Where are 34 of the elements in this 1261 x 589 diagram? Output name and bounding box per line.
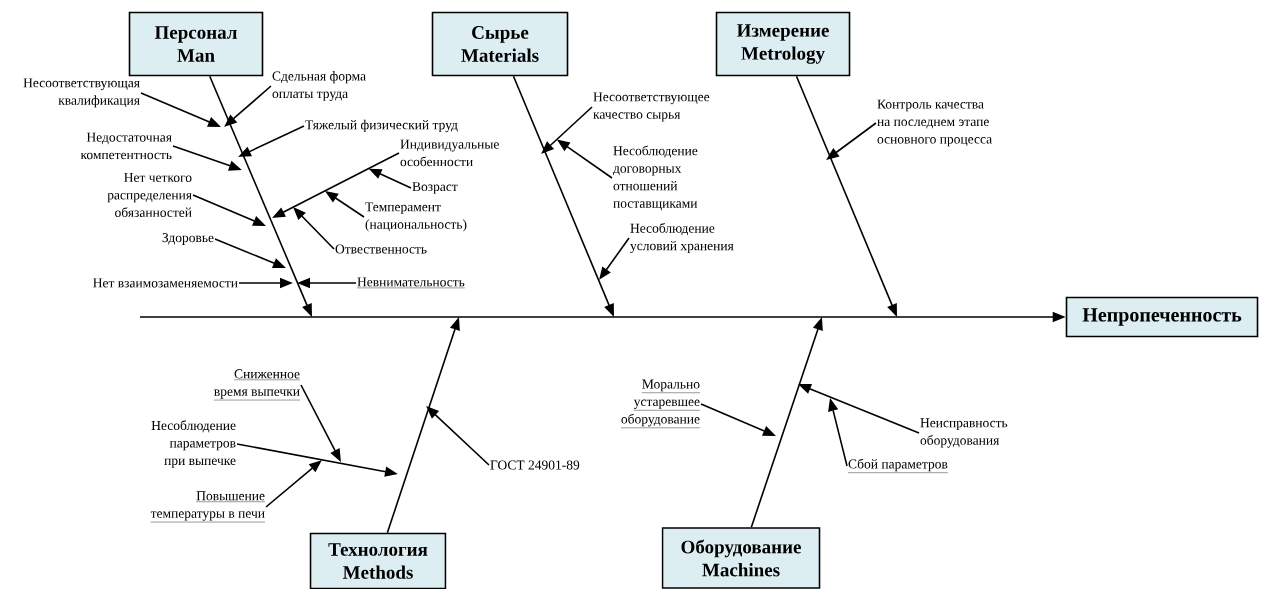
arrow [224,85,272,127]
cause-text: Несоблюдение параметров при выпечке [151,420,236,468]
effect-box: Непропеченность [1065,296,1259,338]
cause-text: Контроль качества на последнем этапе основного процесса [877,99,992,147]
cause-text: Нет четкого распределения обязанностей [107,173,192,217]
cause-text: Морально устаревшее оборудование [620,379,701,428]
cause-text: Возраст [412,182,458,194]
cause-text: Несоблюдение договорных отношений поставщиками [613,145,698,211]
category-box: Персонал Man [128,11,264,77]
arrow [265,460,322,508]
cause-text: Темперамент (национальность) [365,202,467,232]
category-box: Технология Methods [309,532,447,589]
cause-text: ГОСТ 24901-89 [490,460,580,470]
cause-text: Неисправность оборудования [920,418,1008,448]
arrow [293,207,335,250]
cause-text: Повышение температуры в печи [150,491,266,523]
category-box: Оборудование Machines [661,527,821,589]
cause-text: Тяжелый физический труд [305,119,458,133]
arrow [426,406,490,466]
cause-text: Нет взаимозаменяемости [93,278,238,288]
cause-text: Несоблюдение условий хранения [630,222,734,254]
cause-text: Здоровье [162,233,214,245]
cause-text: Невнимательность [356,277,465,289]
cause-text: Индивидуальные особенности [400,139,499,167]
cause-text: Несоответствующее качество сырья [593,92,710,122]
category-box: Сырье Materials [431,11,569,77]
arrow [541,106,593,154]
cause-text: Недостаточная компетентность [80,132,172,160]
category-box: Измерение Metrology [715,11,851,77]
cause-text: Несоответствующая квалификация [23,78,140,108]
cause-text: Сдельная форма оплаты труда [272,71,366,101]
cause-text: Отвественность [335,244,427,254]
cause-text: Сбой параметров [847,458,949,473]
cause-text: Сниженное время выпечки [213,369,301,401]
